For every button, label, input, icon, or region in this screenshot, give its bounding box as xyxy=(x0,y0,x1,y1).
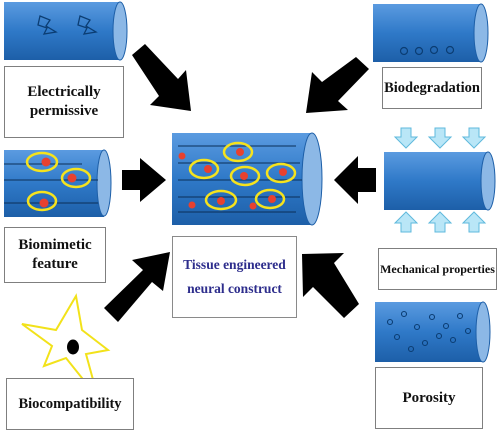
compression-arrow-icon xyxy=(393,211,419,233)
cell-icon xyxy=(265,162,297,184)
biomimetic-feature-label: Biomimetic feature xyxy=(4,227,106,283)
tissue-engineered-line2: neural construct xyxy=(187,281,282,296)
arrow-from-biodegradation xyxy=(306,57,369,113)
porosity-label: Porosity xyxy=(375,367,483,429)
biocompatibility-label: Biocompatibility xyxy=(6,378,134,430)
cell-icon xyxy=(222,141,254,163)
arrow-from-biomimetic xyxy=(122,158,166,202)
compression-arrow-icon xyxy=(461,211,487,233)
compression-arrow-icon xyxy=(393,127,419,149)
biodegradation-conduit xyxy=(373,3,489,63)
biocompatibility-text: Biocompatibility xyxy=(18,395,122,412)
electrically-permissive-line1: Electrically xyxy=(27,84,101,101)
mechanical-properties-text: Mechanical properties xyxy=(380,261,495,276)
tissue-engineered-line1: Tissue engineered xyxy=(183,257,286,273)
cell-icon xyxy=(188,158,220,180)
cell-icon xyxy=(229,165,261,187)
mechanical-properties-label: Mechanical properties xyxy=(378,248,497,290)
biomimetic-feature-line2: feature xyxy=(32,256,78,272)
arrow-from-mechanical xyxy=(334,156,376,204)
neural-construct xyxy=(172,132,323,226)
biodegradation-text: Biodegradation xyxy=(384,79,480,96)
porosity-text: Porosity xyxy=(402,389,456,406)
electrically-permissive-label: Electrically permissive xyxy=(4,66,124,138)
compression-arrow-icon xyxy=(427,211,453,233)
pore-icon xyxy=(386,310,472,353)
biomimetic-feature-line1: Biomimetic xyxy=(18,237,92,254)
arrow-from-biocompatibility xyxy=(104,252,170,322)
biodegradation-label: Biodegradation xyxy=(382,67,482,109)
electrically-permissive-line2: permissive xyxy=(29,103,99,119)
compression-arrow-icon xyxy=(427,127,453,149)
cell-icon xyxy=(25,151,59,173)
arrow-from-porosity xyxy=(302,253,359,318)
porosity-conduit xyxy=(375,301,491,363)
compression-arrow-icon xyxy=(461,127,487,149)
electrical-conduit xyxy=(4,1,128,61)
lightning-bolt-icon xyxy=(77,15,98,35)
arrow-from-electrical xyxy=(132,44,191,111)
cell-icon xyxy=(26,190,58,212)
cell-icon xyxy=(204,189,238,211)
cell-icon xyxy=(254,188,286,210)
tissue-engineered-label: Tissue engineered neural construct xyxy=(172,236,297,318)
biomimetic-conduit xyxy=(4,149,112,217)
star-cell-icon xyxy=(21,293,111,399)
cell-icon xyxy=(60,167,92,189)
mechanical-conduit xyxy=(384,127,496,233)
lightning-bolt-icon xyxy=(37,15,58,35)
